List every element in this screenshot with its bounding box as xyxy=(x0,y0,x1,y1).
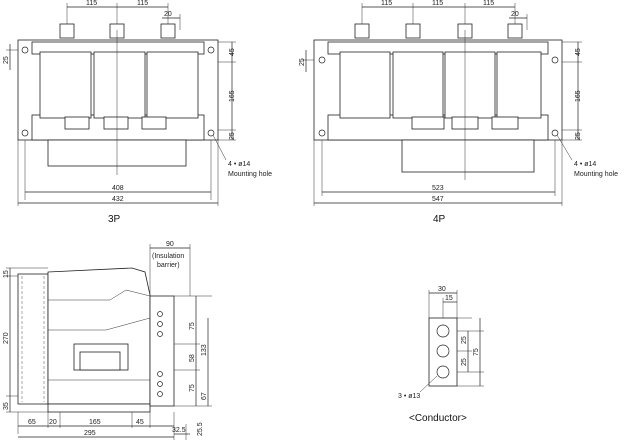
dim-3p-inner-width: 408 xyxy=(112,185,124,192)
view-4p: 115 115 115 20 45 165 25 xyxy=(299,0,618,225)
dim-4p-terminal: 20 xyxy=(511,11,519,18)
mounting-hole-icon xyxy=(551,129,559,137)
dim-4p-side-top: 45 xyxy=(575,48,582,56)
dim-cond-h25b: 25 xyxy=(461,358,468,366)
dim-cond-w30: 30 xyxy=(438,286,446,293)
mounting-hole-icon xyxy=(207,46,215,54)
conductor-hole-icon xyxy=(436,344,450,358)
bolt-icon xyxy=(157,321,163,327)
barrier-label-1: (Insulation xyxy=(152,253,184,260)
dim-side-b45: 45 xyxy=(136,419,144,426)
side-panel xyxy=(17,273,49,405)
terminal xyxy=(59,23,75,39)
dim-3p-terminal: 20 xyxy=(164,11,172,18)
coil xyxy=(93,51,146,119)
dim-cond-h75: 75 xyxy=(473,348,480,356)
dim-4p-pitch-2: 115 xyxy=(432,0,443,7)
dim-side-r58: 58 xyxy=(189,354,196,362)
handle xyxy=(79,351,121,371)
dim-side-top-left: 15 xyxy=(3,270,10,278)
dim-side-r133: 133 xyxy=(201,344,208,356)
conductor-hole-icon xyxy=(436,324,450,338)
mounting-hole-icon xyxy=(318,56,326,64)
lug xyxy=(64,116,90,130)
lug xyxy=(103,116,129,130)
dim-4p-height: 165 xyxy=(575,90,582,102)
coil xyxy=(39,51,92,119)
bolt-icon xyxy=(157,381,163,387)
lug xyxy=(141,116,167,130)
mounting-hole-icon xyxy=(318,129,326,137)
bolt-icon xyxy=(157,391,163,397)
side-base xyxy=(47,403,151,413)
dim-side-b20: 20 xyxy=(49,419,57,426)
dim-side-b325: 32.5 xyxy=(172,427,186,434)
dim-3p-pitch-1: 115 xyxy=(86,0,97,7)
bolt-icon xyxy=(157,331,163,337)
conductor-bar xyxy=(428,317,458,387)
dim-3p-outer-width: 432 xyxy=(112,196,124,203)
dim-3p-side-bottom: 25 xyxy=(229,132,236,140)
terminal xyxy=(160,23,176,39)
dim-4p-inner-width: 523 xyxy=(432,185,444,192)
dim-4p-side-left: 25 xyxy=(299,58,306,66)
dim-side-b165: 165 xyxy=(89,419,101,426)
bolt-icon xyxy=(157,311,163,317)
terminal xyxy=(354,23,370,39)
dim-side-r75a: 75 xyxy=(189,322,196,330)
mounting-hole-icon xyxy=(551,56,559,64)
mounting-hole-label: Mounting hole xyxy=(228,171,272,178)
dim-cond-w15: 15 xyxy=(445,295,453,302)
dim-barrier-width: 90 xyxy=(166,241,174,248)
conductor-holes-spec: 3 • ø13 xyxy=(398,393,420,400)
dim-side-r67: 67 xyxy=(201,392,208,400)
conductor-hole-icon xyxy=(436,365,450,379)
dim-side-height: 270 xyxy=(3,332,10,344)
view-conductor: 30 15 25 25 75 3 • ø13 <Conductor> xyxy=(398,286,484,424)
dim-3p-height: 165 xyxy=(229,90,236,102)
dim-4p-pitch-3: 115 xyxy=(483,0,494,7)
coil xyxy=(444,51,496,119)
dim-side-b65: 65 xyxy=(28,419,36,426)
view-label-4p: 4P xyxy=(433,214,446,225)
lower-housing xyxy=(401,139,535,173)
dim-4p-pitch-1: 115 xyxy=(381,0,392,7)
dim-side-r75b: 75 xyxy=(189,384,196,392)
dim-side-bottom-left: 35 xyxy=(3,402,10,410)
coil xyxy=(339,51,391,119)
dim-side-b255: 25.5 xyxy=(197,422,204,436)
conductor-label: <Conductor> xyxy=(409,413,467,424)
dim-3p-side-top: 45 xyxy=(229,48,236,56)
mounting-hole-icon xyxy=(21,46,29,54)
mounting-hole-label: Mounting hole xyxy=(574,171,618,178)
mounting-hole-spec: 4 • ø14 xyxy=(228,161,250,168)
coil xyxy=(392,51,444,119)
dim-4p-outer-width: 547 xyxy=(432,196,444,203)
view-side: 90 (Insulation barrier) 15 270 35 75 58 … xyxy=(3,241,212,440)
terminal xyxy=(507,23,523,39)
lug xyxy=(411,116,445,130)
insulation-barrier xyxy=(149,295,175,407)
bolt-icon xyxy=(157,371,163,377)
dim-side-b295: 295 xyxy=(84,430,96,437)
terminal xyxy=(405,23,421,39)
coil xyxy=(496,51,542,119)
coil xyxy=(146,51,199,119)
mounting-hole-icon xyxy=(21,129,29,137)
barrier-label-2: barrier) xyxy=(157,262,180,269)
dim-4p-side-bottom: 25 xyxy=(575,132,582,140)
dim-3p-side-left: 25 xyxy=(3,56,10,64)
lug xyxy=(491,116,519,130)
view-3p: 115 115 20 45 165 xyxy=(3,0,272,225)
view-label-3p: 3P xyxy=(108,214,121,225)
mounting-hole-icon xyxy=(207,129,215,137)
side-body xyxy=(47,267,151,405)
mounting-hole-spec: 4 • ø14 xyxy=(574,161,596,168)
dim-cond-h25a: 25 xyxy=(461,336,468,344)
dim-3p-pitch-2: 115 xyxy=(137,0,148,7)
